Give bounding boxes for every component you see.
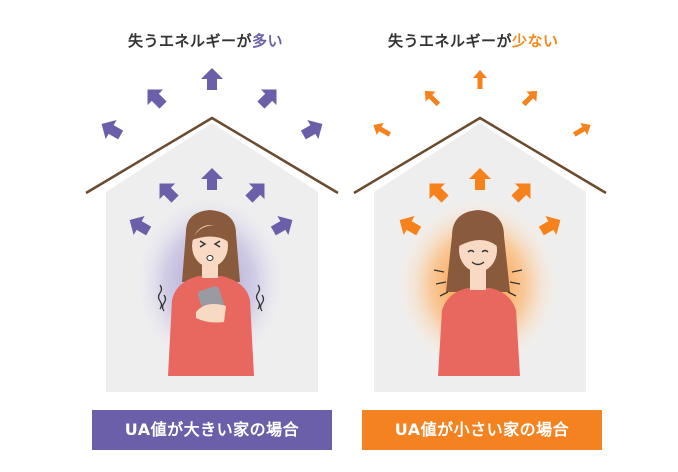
- left-heading-emphasis: 多い: [252, 32, 284, 50]
- left-heading: 失うエネルギーが多い: [128, 30, 283, 51]
- right-person-illustration: [433, 210, 523, 376]
- left-arrow-upleft-outer: [139, 81, 171, 113]
- right-heading-emphasis: 少ない: [512, 32, 559, 50]
- right-roof-line: [353, 116, 607, 195]
- right-caption: UA値が小さい家の場合: [394, 420, 570, 439]
- left-arrow-top-outer: [201, 68, 223, 90]
- left-roof-line: [85, 116, 339, 195]
- right-caption-bar: UA値が小さい家の場合: [362, 410, 602, 450]
- right-arrow-top-outer: [473, 70, 487, 89]
- right-heading-prefix: 失うエネルギーが: [388, 32, 513, 50]
- right-arrow-left-outer: [369, 118, 394, 141]
- right-heading: 失うエネルギーが少ない: [388, 30, 559, 51]
- left-caption: UA値が大きい家の場合: [124, 420, 300, 439]
- right-arrow-right-outer: [570, 118, 595, 141]
- left-arrow-right-outer: [297, 114, 328, 145]
- left-arrow-upright-outer: [253, 81, 285, 113]
- left-heading-prefix: 失うエネルギーが: [128, 32, 253, 50]
- left-arrow-left-outer: [96, 114, 127, 145]
- right-arrow-upright-outer: [518, 85, 543, 110]
- left-caption-bar: UA値が大きい家の場合: [92, 410, 332, 450]
- right-arrow-upleft-outer: [419, 85, 444, 110]
- left-person-illustration: [157, 210, 265, 376]
